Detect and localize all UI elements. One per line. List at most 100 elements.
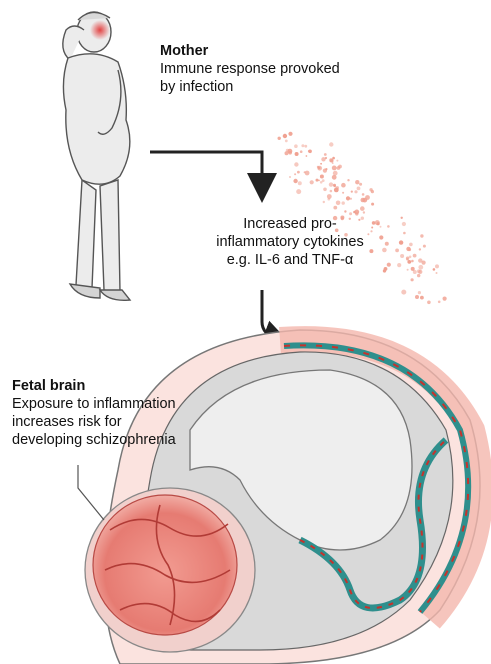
mother-label: Mother Immune response provoked by infec… (160, 42, 400, 96)
cytokine-dot (336, 160, 338, 162)
cytokine-dot (420, 296, 424, 300)
cytokine-dot (298, 181, 302, 185)
cytokine-dot (420, 234, 423, 237)
fetal-line3: developing schizophrenia (12, 431, 212, 449)
cytokine-dot (413, 254, 417, 258)
cytokine-dot (407, 269, 409, 271)
cytokine-dot (323, 188, 327, 192)
cytokine-dot (363, 211, 365, 213)
fetal-line1: Exposure to inflammation (12, 395, 212, 413)
cytokine-dot (333, 206, 337, 210)
cytokine-dot (362, 193, 365, 196)
cytokine-dot (435, 264, 439, 268)
mother-heading: Mother (160, 42, 400, 60)
cytokine-dot (406, 257, 409, 260)
cytokines-line1: Increased pro- (190, 215, 390, 233)
cytokine-dot (342, 201, 345, 204)
cytokines-label: Increased pro- inflammatory cytokines e.… (190, 215, 390, 269)
cytokine-dot (371, 203, 374, 206)
cytokine-dot (293, 179, 297, 183)
cytokine-dot (294, 173, 296, 175)
fetal-brain-pointer (78, 465, 104, 520)
cytokine-dot (383, 269, 386, 272)
cytokine-dot (332, 162, 334, 164)
cytokine-dot (399, 240, 403, 244)
cytokine-dot (288, 132, 292, 136)
cytokine-dot (316, 179, 319, 182)
cytokine-dot (411, 278, 414, 281)
cytokine-dot (443, 297, 447, 301)
cytokine-dot (413, 270, 417, 274)
cytokine-dot (289, 176, 291, 178)
fetal-label: Fetal brain Exposure to inflammation inc… (12, 377, 212, 449)
cytokine-dot (359, 183, 362, 186)
cytokine-dot (361, 198, 366, 203)
fetal-line2: increases risk for (12, 413, 212, 431)
cytokine-dot (304, 145, 307, 148)
cytokine-dot (294, 162, 298, 166)
cytokine-dot (418, 258, 422, 262)
cytokine-dot (419, 248, 421, 250)
cytokine-dot (415, 295, 419, 299)
cytokine-dot (333, 171, 338, 176)
cytokine-dot (329, 142, 333, 146)
cytokine-dot (409, 243, 413, 247)
cytokine-dot (301, 144, 304, 147)
cytokine-dot (365, 195, 370, 200)
cytokine-dot (336, 201, 341, 206)
cytokine-dot (306, 155, 308, 157)
cytokine-dot (328, 198, 331, 201)
cytokine-dot (283, 134, 287, 138)
cytokine-dot (322, 179, 325, 182)
cytokine-dot (407, 260, 411, 264)
cytokine-dot (342, 192, 344, 194)
cytokine-dot (418, 270, 422, 274)
cytokine-dot (395, 249, 399, 253)
cytokine-dot (308, 150, 311, 153)
cytokine-dot (401, 290, 406, 295)
cytokine-dot (329, 158, 333, 162)
cytokine-dot (320, 163, 322, 165)
cytokine-dot (305, 171, 310, 176)
cytokine-dot (337, 166, 341, 170)
cytokine-dot (323, 169, 327, 173)
cytokine-dot (294, 144, 298, 148)
cytokine-dot (418, 291, 421, 294)
cytokine-dot (351, 191, 353, 193)
cytokine-dot (318, 167, 321, 170)
cytokine-dot (427, 301, 431, 305)
cytokine-dot (354, 210, 359, 215)
cytokine-dot (397, 263, 401, 267)
cytokine-dot (354, 190, 357, 193)
cytokine-dot (403, 232, 406, 235)
cytokine-dot (423, 245, 426, 248)
infection-spot-icon (90, 20, 110, 40)
cytokine-dot (418, 265, 423, 270)
cytokine-dot (360, 206, 365, 211)
mother-line2: by infection (160, 78, 400, 96)
cytokine-dot (402, 222, 406, 226)
cytokine-dot (347, 179, 349, 181)
cytokine-dot (436, 272, 438, 274)
cytokine-dot (325, 157, 327, 159)
cytokine-dot (350, 198, 352, 200)
fetal-heading: Fetal brain (12, 377, 212, 395)
cytokine-dot (344, 210, 346, 212)
cytokine-dot (324, 153, 327, 156)
cytokine-dot (438, 301, 441, 304)
cytokine-dot (310, 180, 314, 184)
cytokine-dot (346, 196, 350, 200)
cytokine-dot (295, 152, 299, 156)
cytokine-dot (330, 190, 333, 193)
cytokine-dot (357, 187, 361, 191)
cytokines-line3: e.g. IL-6 and TNF-α (190, 251, 390, 269)
cytokines-line2: inflammatory cytokines (190, 233, 390, 251)
cytokine-dot (320, 175, 324, 179)
cytokine-dot (355, 180, 359, 184)
cytokine-dot (278, 137, 281, 140)
cytokine-dot (285, 140, 288, 143)
mother-line1: Immune response provoked (160, 60, 400, 78)
cytokine-dot (341, 183, 346, 188)
cytokine-dot (406, 247, 410, 251)
